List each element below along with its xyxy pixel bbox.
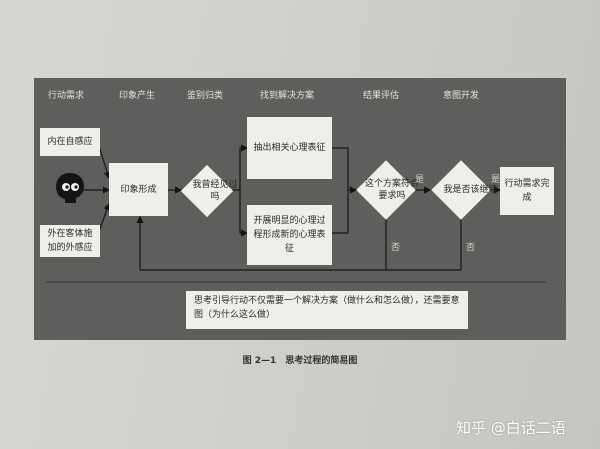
fit-requirement-decision: 这个方案符合要求吗 xyxy=(356,160,419,220)
extract-representation-box: 抽出相关心理表征 xyxy=(247,117,332,179)
impression-form-box: 印象形成 xyxy=(109,163,168,216)
seen-before-label: 我曾经见过吗 xyxy=(192,180,238,202)
continue-label: 我是否该继续 xyxy=(443,185,498,195)
figure-caption: 图 2—1 思考过程的简易图 xyxy=(242,356,358,366)
external-sense-box: 外在客体施加的外感应 xyxy=(40,225,100,257)
demand-complete-box: 行动需求完成 xyxy=(500,167,554,215)
header-classify: 鉴别归类 xyxy=(186,91,224,101)
seen-before-decision: 我曾经见过吗 xyxy=(180,164,238,218)
header-impression: 印象产生 xyxy=(118,91,156,101)
yes-label-2: 是 xyxy=(491,175,501,185)
header-demand: 行动需求 xyxy=(47,91,85,101)
no-label-2: 否 xyxy=(466,243,476,253)
thinking-head-icon xyxy=(56,172,85,203)
fit-requirement-label: 这个方案符合要求吗 xyxy=(364,179,419,201)
header-evaluate: 结果评估 xyxy=(362,91,400,101)
yes-label-1: 是 xyxy=(415,175,425,185)
header-solution: 找到解决方案 xyxy=(259,91,315,101)
header-intent: 意图开发 xyxy=(442,91,480,101)
intent-note: 思考引导行动不仅需要一个解决方案（做什么和怎么做），还需要意图（为什么这么做） xyxy=(186,291,468,329)
develop-representation-box: 开展明显的心理过程形成新的心理表征 xyxy=(247,205,332,265)
no-label-1: 否 xyxy=(391,243,401,253)
internal-sense-box: 内在自感应 xyxy=(40,128,100,156)
zhihu-watermark: 知乎 @白话二语 xyxy=(456,419,566,437)
continue-decision: 我是否该继续 xyxy=(430,160,498,220)
